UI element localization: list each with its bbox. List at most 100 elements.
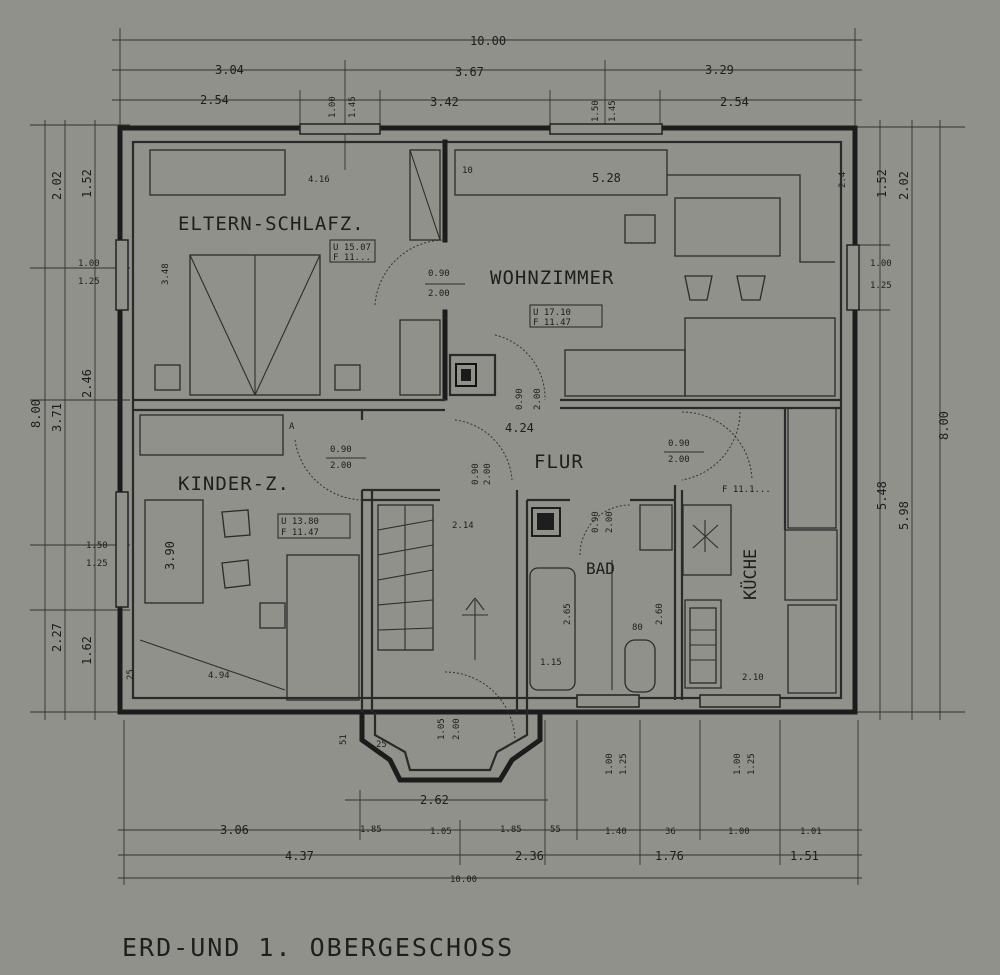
dim-left-window-2-w: 1.50 [86, 541, 108, 551]
mark-a: A [289, 422, 295, 432]
dim-bottom-r2-3: 1.51 [790, 849, 819, 863]
dim-bottom-r2-1: 2.36 [515, 849, 544, 863]
door-flur-h: 2.00 [483, 463, 493, 485]
wohn-furniture [454, 149, 836, 401]
dim-left-c3-b: 2.46 [80, 369, 94, 398]
flur-door-swings [454, 411, 741, 481]
entry-bay [359, 709, 543, 783]
dim-eltern-depth: 3.48 [161, 263, 171, 285]
dim-right-c3-a: 1.52 [875, 169, 889, 198]
door-kinder-h: 2.00 [330, 461, 352, 471]
area-kinder-f: F 11.47 [281, 528, 319, 538]
dim-bottom-r1-5: 1.40 [605, 827, 627, 837]
dim-right-c3-b: 5.48 [875, 481, 889, 510]
door-kueche-w: 0.90 [668, 439, 690, 449]
kinder-furniture [139, 414, 363, 701]
door-bad-w: 0.90 [591, 511, 601, 533]
room-label-flur: FLUR [534, 451, 584, 473]
dim-bad-window-w: 1.00 [605, 753, 615, 775]
door-entry-w: 1.05 [437, 718, 447, 740]
dim-bottom-r1-1: 1.85 [360, 825, 382, 835]
door-flur-w: 0.90 [471, 463, 481, 485]
dim-stair-width: 2.14 [452, 521, 474, 531]
dim-eltern-width: 4.16 [308, 175, 330, 185]
dim-left-window-2-h: 1.25 [86, 559, 108, 569]
door-kueche-h: 2.00 [668, 455, 690, 465]
dim-bad-small: 80 [632, 623, 643, 633]
area-eltern-f: F 11... [333, 253, 371, 263]
side-dimension-lines [30, 120, 965, 720]
dim-top-r3-b: 3.42 [430, 95, 459, 109]
area-kinder-u: U 13.80 [281, 517, 319, 527]
dim-bottom-r1-7: 1.00 [728, 827, 750, 837]
dim-wohn-width: 5.28 [592, 171, 621, 185]
dim-right-window-w: 1.00 [870, 259, 892, 269]
dim-bottom-r2-2: 1.76 [655, 849, 684, 863]
room-label-wohn: WOHNZIMMER [490, 267, 614, 289]
dim-entry-small: 25 [376, 740, 387, 750]
dim-bad-depth-b: 2.60 [655, 603, 665, 625]
area-box-kinder [277, 513, 351, 539]
dim-bottom-r1-8: 1.01 [800, 827, 822, 837]
dim-bottom-r1-6: 36 [665, 827, 676, 837]
dim-right-overall: 8.00 [937, 411, 951, 440]
dim-left-c2-b: 3.71 [50, 403, 64, 432]
kueche-fixtures [681, 407, 838, 694]
dim-kinder-width: 4.94 [208, 671, 230, 681]
dim-right-window-h: 1.25 [870, 281, 892, 291]
dim-wohn-depth: 2.4 [838, 172, 848, 188]
dim-left-c3-a: 1.52 [80, 169, 94, 198]
dim-top-r3-c: 2.54 [720, 95, 749, 109]
area-box-eltern [329, 239, 376, 263]
room-label-bad: BAD [586, 559, 615, 578]
door-wohn-h: 2.00 [533, 388, 543, 410]
dim-kinder-depth: 3.90 [163, 541, 177, 570]
dim-top-window-left-w: 1.00 [328, 96, 338, 118]
room-label-kinder: KINDER-Z. [178, 473, 290, 495]
dim-left-window-1-h: 1.25 [78, 277, 100, 287]
dim-right-c2-a: 2.02 [897, 171, 911, 200]
dim-kueche-window-h: 1.25 [747, 753, 757, 775]
bottom-dimension-lines [118, 720, 862, 885]
dim-top-r2-c: 3.29 [705, 63, 734, 77]
dim-top-window-right-h: 1.45 [608, 100, 618, 122]
dim-bad-width: 1.15 [540, 658, 562, 668]
area-wohn-u: U 17.10 [533, 308, 571, 318]
staircase [377, 504, 516, 741]
door-entry-h: 2.00 [452, 718, 462, 740]
dim-right-c2-b: 5.98 [897, 501, 911, 530]
dim-bottom-overall: 10.00 [450, 875, 477, 885]
door-eltern-w: 0.90 [428, 269, 450, 279]
dim-bad-depth-a: 2.65 [563, 603, 573, 625]
door-wohn-w: 0.90 [515, 388, 525, 410]
dim-bottom-r1-3: 1.85 [500, 825, 522, 835]
dim-left-overall: 8.00 [29, 399, 43, 428]
dim-entry-mark: 51 [339, 734, 349, 745]
area-kueche: F 11.1... [722, 485, 771, 495]
dim-kueche-window-w: 1.00 [733, 753, 743, 775]
dim-top-r2-a: 3.04 [215, 63, 244, 77]
door-eltern-h: 2.00 [428, 289, 450, 299]
dim-bottom-r1-4: 55 [550, 825, 561, 835]
eltern-furniture [149, 149, 446, 396]
dim-flur-length: 4.24 [505, 421, 534, 435]
dim-bad-window-h: 1.25 [619, 753, 629, 775]
dim-bottom-r1-2: 1.05 [430, 827, 452, 837]
exterior-walls [115, 123, 860, 715]
dim-left-window-1-w: 1.00 [78, 259, 100, 269]
dim-top-overall: 10.00 [470, 34, 506, 48]
dim-top-r3-a: 2.54 [200, 93, 229, 107]
dim-left-c2-c: 2.27 [50, 623, 64, 652]
dim-top-window-left-h: 1.45 [348, 96, 358, 118]
interior-walls [133, 139, 841, 712]
bad-fixtures [529, 504, 673, 693]
dim-top-r2-b: 3.67 [455, 65, 484, 79]
door-bad-h: 2.00 [605, 511, 615, 533]
area-eltern-u: U 15.07 [333, 243, 371, 253]
dim-side-25: 25 [126, 669, 136, 680]
area-box-wohn [529, 304, 603, 328]
dim-bottom-entry: 2.62 [420, 793, 449, 807]
dim-wohn-offset: 10 [462, 166, 473, 176]
room-label-kueche: KÜCHE [739, 549, 761, 600]
